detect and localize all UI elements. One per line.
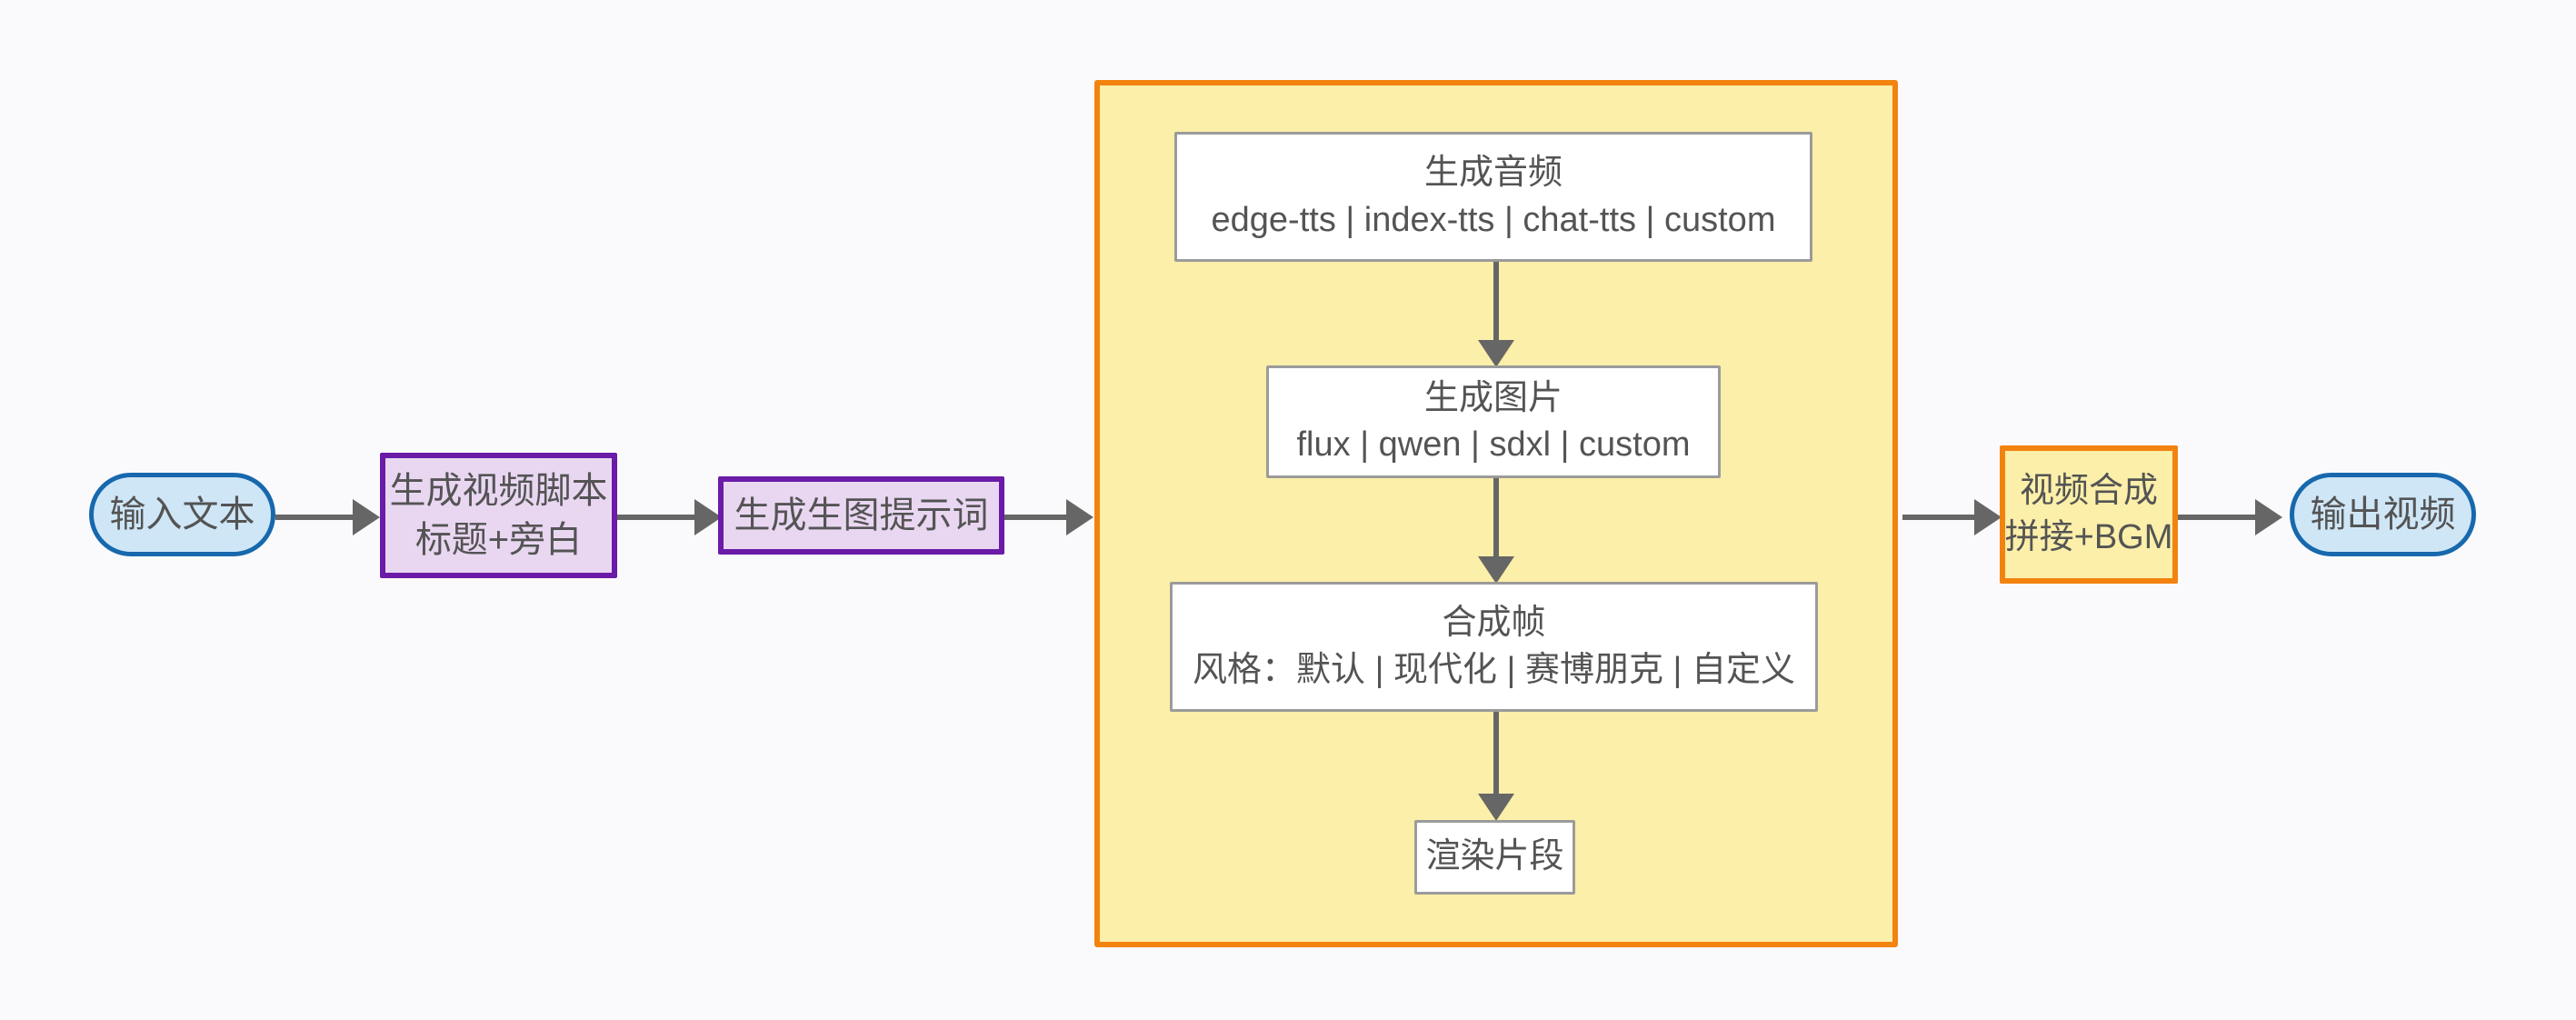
node-generate-audio-line1: 生成音频 bbox=[1423, 154, 1563, 193]
node-video-compose-line2: 拼接+BGM bbox=[2004, 518, 2173, 556]
node-output-video[interactable]: 输出视频 bbox=[2290, 473, 2476, 556]
node-generate-script-line2: 标题+旁白 bbox=[414, 520, 583, 560]
edge-compose-to-output-arrowhead bbox=[2255, 499, 2282, 535]
node-input-text-label: 输入文本 bbox=[109, 495, 255, 535]
node-composite-frame[interactable]: 合成帧 风格：默认 | 现代化 | 赛博朋克 | 自定义 bbox=[1170, 582, 1818, 712]
edge-script-to-prompt-line bbox=[617, 515, 697, 520]
node-generate-prompt[interactable]: 生成生图提示词 bbox=[718, 476, 1004, 555]
node-video-compose-line1: 视频合成 bbox=[2019, 471, 2158, 510]
node-generate-script[interactable]: 生成视频脚本 标题+旁白 bbox=[380, 453, 617, 578]
edge-subgraph-to-compose-line bbox=[1902, 515, 1980, 520]
edge-image-to-composite-line bbox=[1493, 478, 1499, 565]
node-input-text[interactable]: 输入文本 bbox=[89, 473, 275, 556]
node-render-clip[interactable]: 渲染片段 bbox=[1414, 820, 1575, 895]
edge-composite-to-render-arrowhead bbox=[1478, 794, 1514, 821]
edge-input-to-script-line bbox=[275, 515, 355, 520]
node-video-compose[interactable]: 视频合成 拼接+BGM bbox=[2000, 445, 2178, 584]
node-generate-audio-line2: edge-tts | index-tts | chat-tts | custom bbox=[1211, 200, 1776, 239]
node-composite-frame-line2: 风格：默认 | 现代化 | 赛博朋克 | 自定义 bbox=[1193, 650, 1795, 689]
node-generate-image-line1: 生成图片 bbox=[1423, 378, 1563, 417]
node-generate-script-line1: 生成视频脚本 bbox=[389, 471, 608, 511]
edge-image-to-composite-arrowhead bbox=[1478, 556, 1514, 584]
edge-script-to-prompt-arrowhead bbox=[694, 499, 722, 535]
edge-audio-to-image-arrowhead bbox=[1478, 340, 1514, 367]
edge-composite-to-render-line bbox=[1493, 711, 1499, 802]
node-generate-audio[interactable]: 生成音频 edge-tts | index-tts | chat-tts | c… bbox=[1174, 132, 1812, 262]
node-generate-prompt-label: 生成生图提示词 bbox=[734, 495, 989, 535]
node-composite-frame-line1: 合成帧 bbox=[1442, 604, 1546, 643]
edge-subgraph-to-compose-arrowhead bbox=[1974, 499, 2002, 535]
edge-audio-to-image-line bbox=[1493, 262, 1499, 348]
edge-input-to-script-arrowhead bbox=[353, 499, 380, 535]
node-generate-image-line2: flux | qwen | sdxl | custom bbox=[1296, 425, 1691, 464]
node-output-video-label: 输出视频 bbox=[2310, 495, 2456, 535]
edge-prompt-to-subgraph-arrowhead bbox=[1066, 499, 1093, 535]
edge-compose-to-output-line bbox=[2178, 515, 2258, 520]
node-generate-image[interactable]: 生成图片 flux | qwen | sdxl | custom bbox=[1266, 365, 1721, 478]
node-render-clip-label: 渲染片段 bbox=[1425, 837, 1564, 876]
edge-prompt-to-subgraph-line bbox=[1004, 515, 1068, 520]
